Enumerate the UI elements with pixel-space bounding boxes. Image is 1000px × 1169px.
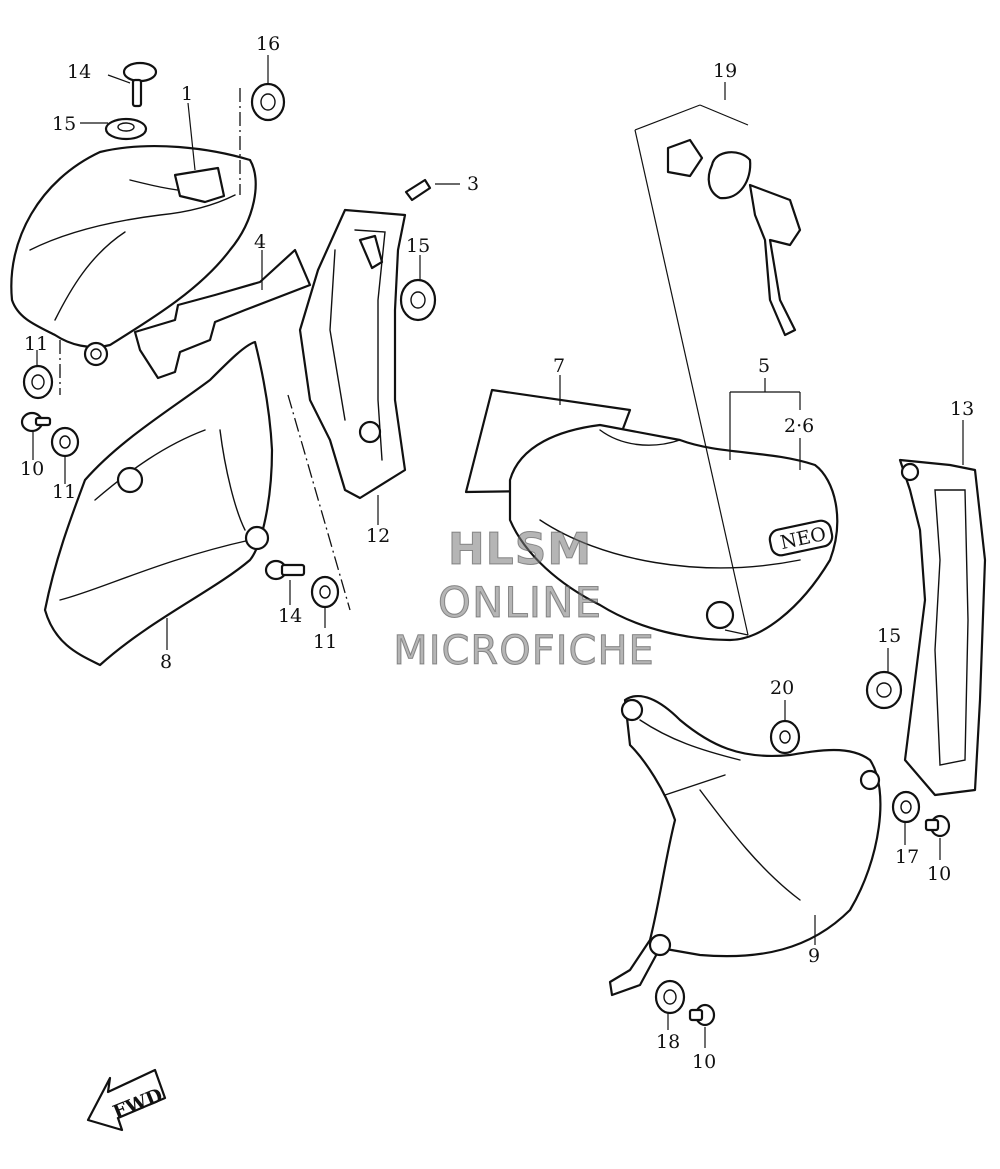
label-10-c: 10 — [692, 1051, 716, 1073]
label-4: 4 — [254, 231, 266, 253]
label-15-middle: 15 — [406, 235, 430, 257]
part-15-grommet[interactable] — [104, 117, 148, 141]
label-18: 18 — [656, 1031, 680, 1053]
part-14-screw[interactable] — [122, 61, 158, 108]
label-7: 7 — [553, 355, 565, 377]
label-15-right: 15 — [877, 625, 901, 647]
part-11-grommet-a[interactable] — [22, 364, 54, 400]
forward-arrow-icon: FWD — [86, 1068, 167, 1132]
label-3: 3 — [467, 173, 479, 195]
part-14-screw-b[interactable] — [264, 559, 306, 581]
part-18-grommet[interactable] — [654, 979, 686, 1015]
part-10-screw-b[interactable] — [924, 814, 951, 838]
part-1-frame-cover[interactable] — [10, 145, 257, 367]
part-9-side-cover-lower[interactable] — [608, 695, 882, 997]
part-4-plate[interactable] — [133, 248, 312, 380]
watermark-line-3: MICROFICHE — [393, 628, 655, 675]
label-17: 17 — [895, 846, 919, 868]
part-15-grommet-right[interactable] — [865, 670, 903, 710]
part-11-grommet-b[interactable] — [50, 426, 80, 458]
label-16: 16 — [256, 33, 280, 55]
part-17-grommet[interactable] — [891, 790, 921, 824]
part-12-bracket[interactable] — [298, 208, 407, 500]
part-8-side-cover-left[interactable] — [43, 340, 274, 667]
label-12: 12 — [366, 525, 390, 547]
part-10-screw-a[interactable] — [20, 411, 52, 433]
part-16-grommet[interactable] — [250, 82, 286, 122]
part-20-grommet[interactable] — [769, 719, 801, 755]
label-5: 5 — [758, 355, 770, 377]
label-9: 9 — [808, 945, 820, 967]
part-10-screw-c[interactable] — [688, 1003, 716, 1027]
watermark-line-2: ONLINE — [437, 578, 603, 628]
label-11-b: 11 — [52, 481, 76, 503]
label-20: 20 — [770, 677, 794, 699]
label-11-a: 11 — [24, 333, 48, 355]
part-3-pin[interactable] — [404, 178, 432, 202]
label-14-bottom: 14 — [278, 605, 302, 627]
part-19-key-lock[interactable] — [666, 138, 802, 337]
label-13: 13 — [950, 398, 974, 420]
label-2-6: 2·6 — [784, 415, 814, 437]
label-1: 1 — [181, 83, 193, 105]
label-19: 19 — [713, 60, 737, 82]
label-14-top: 14 — [67, 61, 91, 83]
part-5-side-cover-right[interactable]: NEO — [508, 423, 839, 642]
part-15-grommet-middle[interactable] — [399, 278, 437, 322]
part-13-bracket[interactable] — [898, 458, 987, 797]
label-11-c: 11 — [313, 631, 337, 653]
label-10-b: 10 — [927, 863, 951, 885]
label-15-top: 15 — [52, 113, 76, 135]
label-8: 8 — [160, 651, 172, 673]
part-11-grommet-c[interactable] — [310, 575, 340, 609]
label-10-a: 10 — [20, 458, 44, 480]
watermark-line-1: HLSM — [447, 524, 593, 576]
